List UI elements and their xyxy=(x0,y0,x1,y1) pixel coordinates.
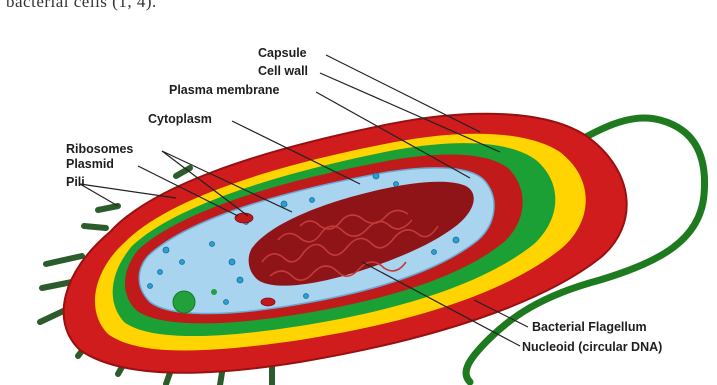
ribosome xyxy=(394,182,399,187)
label-nucleoid: Nucleoid (circular DNA) xyxy=(522,340,662,354)
label-capsule: Capsule xyxy=(258,46,307,60)
label-pili: Pili xyxy=(66,175,85,189)
pilus xyxy=(98,206,118,210)
pilus xyxy=(46,256,82,264)
label-plasma-membrane: Plasma membrane xyxy=(169,83,279,97)
ribosome xyxy=(163,247,169,253)
storage-granule-small xyxy=(211,289,217,295)
label-ribosomes: Ribosomes xyxy=(66,142,133,156)
ribosome xyxy=(237,277,243,283)
plasmid xyxy=(261,298,275,306)
leader-capsule xyxy=(326,55,480,132)
ribosome xyxy=(281,201,287,207)
ribosome xyxy=(229,259,235,265)
ribosome xyxy=(310,198,315,203)
ribosome xyxy=(148,284,153,289)
label-cytoplasm: Cytoplasm xyxy=(148,112,212,126)
plasmid xyxy=(235,213,253,223)
label-cell-wall: Cell wall xyxy=(258,64,308,78)
ribosome xyxy=(210,242,215,247)
ribosome xyxy=(453,237,459,243)
ribosome xyxy=(180,260,185,265)
storage-granule xyxy=(173,291,195,313)
leader-pili-b xyxy=(80,184,176,198)
ribosome xyxy=(432,250,437,255)
label-plasmid: Plasmid xyxy=(66,157,114,171)
ribosome xyxy=(224,300,229,305)
ribosome xyxy=(158,270,163,275)
ribosome xyxy=(304,294,309,299)
label-flagellum: Bacterial Flagellum xyxy=(532,320,647,334)
pilus xyxy=(84,226,106,228)
pilus xyxy=(176,168,190,176)
ribosome xyxy=(373,173,379,179)
